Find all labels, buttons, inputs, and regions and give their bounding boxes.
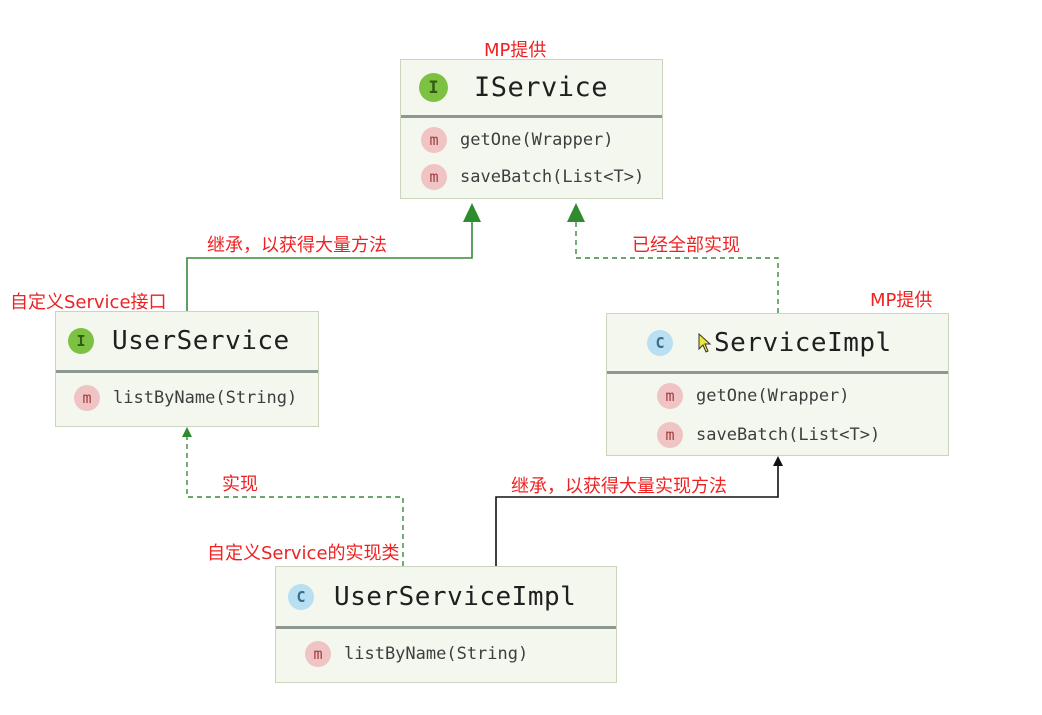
userservice-extends-iservice-line: [186, 212, 473, 311]
iservice-class-box[interactable]: I IService m getOne(Wrapper) m saveBatch…: [400, 59, 663, 199]
serviceimpl-header: C ServiceImpl: [607, 314, 948, 374]
serviceimpl-provider-note: MP提供: [870, 290, 933, 311]
userservice-arrowhead: [182, 427, 192, 437]
implements-note: 实现: [222, 474, 258, 495]
class-name: UserServiceImpl: [334, 581, 577, 612]
method-icon: m: [74, 385, 100, 411]
userserviceimpl-extends-serviceimpl-line: [495, 466, 779, 566]
iservice-arrowhead-right: [567, 203, 585, 222]
userserviceimpl-header: C UserServiceImpl: [276, 567, 616, 629]
method-row: m saveBatch(List<T>): [401, 158, 662, 195]
class-icon: C: [647, 329, 673, 356]
fully-implemented-note: 已经全部实现: [632, 235, 740, 256]
method-signature: saveBatch(List<T>): [696, 425, 881, 445]
class-icon: C: [288, 583, 314, 610]
iservice-provider-note: MP提供: [484, 40, 547, 61]
userserviceimpl-class-box[interactable]: C UserServiceImpl m listByName(String): [275, 566, 617, 683]
userserviceimpl-implements-userservice-line: [186, 436, 404, 566]
interface-icon: I: [419, 73, 448, 102]
userservice-class-box[interactable]: I UserService m listByName(String): [55, 311, 319, 427]
method-row: m getOne(Wrapper): [401, 121, 662, 158]
method-signature: getOne(Wrapper): [460, 129, 614, 150]
method-signature: getOne(Wrapper): [696, 386, 850, 406]
method-icon: m: [657, 383, 683, 409]
class-name: IService: [474, 72, 609, 103]
class-name: ServiceImpl: [714, 327, 892, 358]
extends-iservice-note: 继承，以获得大量方法: [207, 235, 387, 256]
mouse-cursor-icon: [698, 332, 712, 353]
method-row: m getOne(Wrapper): [607, 376, 948, 416]
method-icon: m: [657, 422, 683, 448]
serviceimpl-arrowhead: [773, 456, 783, 466]
method-signature: listByName(String): [113, 388, 298, 408]
custom-impl-note: 自定义Service的实现类: [207, 543, 400, 564]
custom-interface-note: 自定义Service接口: [10, 292, 167, 313]
method-icon: m: [421, 126, 447, 153]
method-signature: saveBatch(List<T>): [460, 166, 645, 187]
method-row: m listByName(String): [56, 373, 318, 423]
class-name: UserService: [112, 326, 290, 356]
iservice-arrowhead-left: [463, 203, 481, 222]
method-icon: m: [421, 163, 447, 190]
method-row: m listByName(String): [276, 629, 616, 679]
interface-icon: I: [68, 328, 94, 354]
serviceimpl-class-box[interactable]: C ServiceImpl m getOne(Wrapper) m saveBa…: [606, 313, 949, 456]
userservice-header: I UserService: [56, 312, 318, 373]
iservice-header: I IService: [401, 60, 662, 118]
extends-serviceimpl-note: 继承，以获得大量实现方法: [511, 476, 727, 497]
method-row: m saveBatch(List<T>): [607, 416, 948, 454]
serviceimpl-implements-iservice-line: [575, 212, 779, 313]
method-signature: listByName(String): [344, 644, 529, 664]
method-icon: m: [305, 641, 331, 667]
